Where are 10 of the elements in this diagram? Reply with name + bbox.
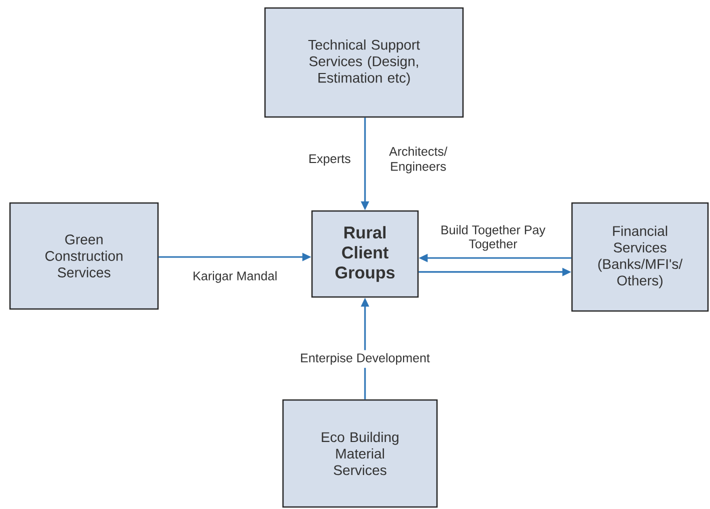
line-label: Architects/ Engineers <box>389 146 448 174</box>
edge-label: Karigar Mandal <box>194 271 277 283</box>
service-box: Financial Services (Banks/MFI's/ Others) <box>571 202 709 312</box>
service-box: Green Construction Services <box>9 202 159 310</box>
edge-label: Experts <box>309 154 350 166</box>
service-box: Rural Client Groups <box>311 210 419 298</box>
edge-label: Enterpise Development <box>297 350 433 368</box>
service-box: Technical Support Services (Design, Estimation etc) <box>264 7 464 118</box>
service-box: Eco Building Material Services <box>282 399 438 508</box>
edge-label: Build Together Pay Together <box>442 225 546 251</box>
